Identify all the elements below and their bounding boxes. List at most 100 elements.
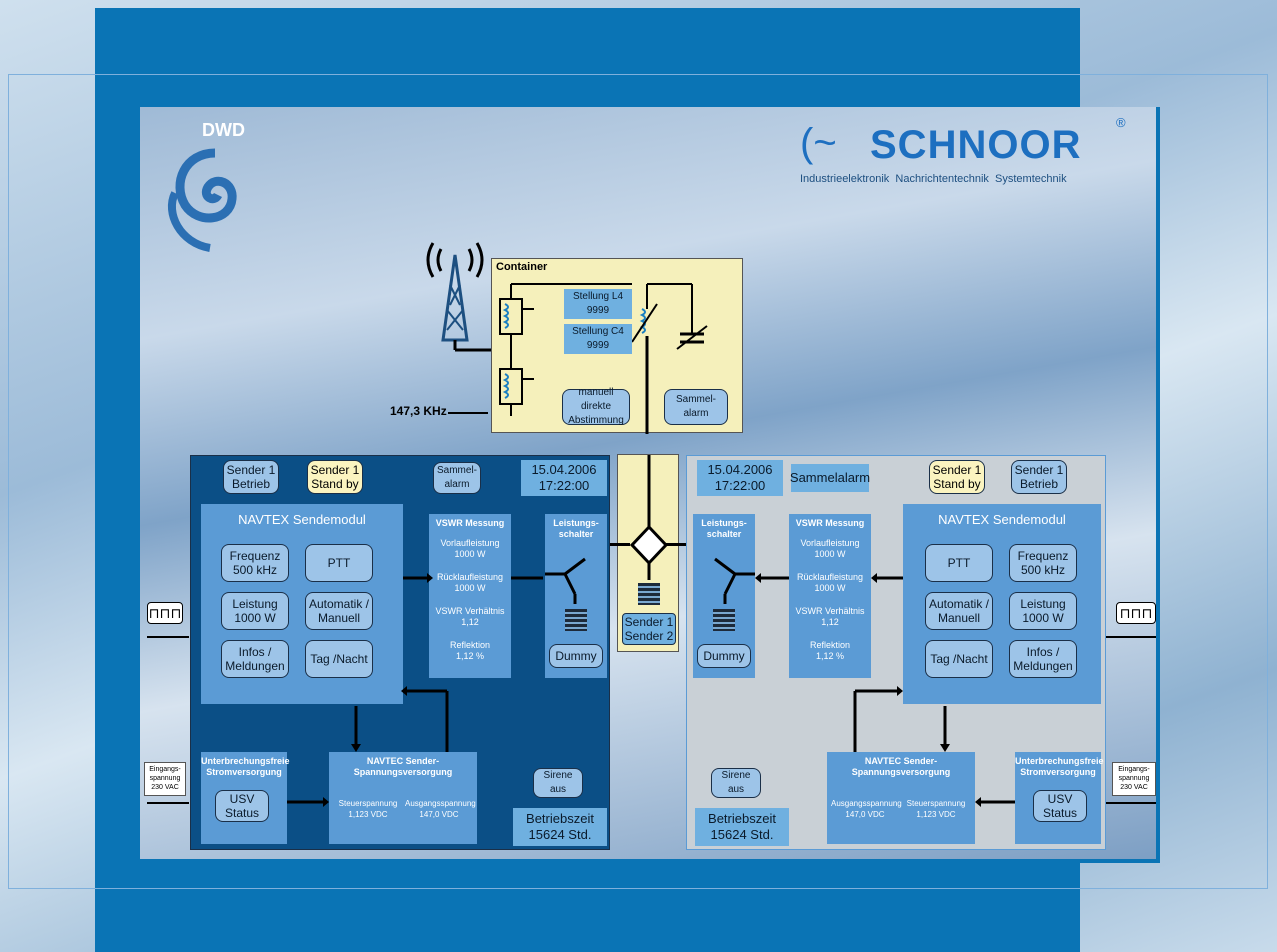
right-dummy-button[interactable]: Dummy xyxy=(697,644,751,668)
dwd-logo: DWD xyxy=(160,118,255,258)
left-leistungsschalter-panel: Leistungs- schalter Dummy xyxy=(545,514,607,678)
left-sammelalarm-button[interactable]: Sammel- alarm xyxy=(433,462,481,494)
right-usv-panel: Unterbrechungsfreie Stromversorgung USV … xyxy=(1015,752,1104,844)
right-switch-connection xyxy=(665,543,692,546)
right-sender1-standby-button[interactable]: Sender 1 Stand by xyxy=(929,460,985,494)
left-vorlauf-value: Vorlaufleistung 1000 W xyxy=(440,538,500,559)
manuell-abstimmung-button[interactable]: manuell direkte Abstimmung xyxy=(562,387,630,426)
right-vswr-title: VSWR Messung xyxy=(795,518,865,528)
dwd-swirl-icon xyxy=(167,148,237,252)
right-usv-title: Unterbrechungsfreie Stromversorgung xyxy=(1015,756,1104,777)
right-navtec-title: NAVTEC Sender- Spannungsversorgung xyxy=(851,756,951,777)
left-eingang-display: Eingangs- spannung 230 VAC xyxy=(144,762,186,796)
stellung-l4-display: Stellung L4 9999 xyxy=(564,289,632,319)
right-frequenz-button[interactable]: Frequenz 500 kHz xyxy=(1009,544,1077,582)
left-signal-line xyxy=(147,636,189,638)
right-ruecklauf-value: Rücklaufleistung 1000 W xyxy=(796,572,864,593)
left-dummy-button[interactable]: Dummy xyxy=(549,644,603,668)
left-leistungsschalter-title: Leistungs- schalter xyxy=(553,518,599,539)
left-steuer-value: Steuerspannung 1,123 VDC xyxy=(338,799,398,819)
sender-switch-button[interactable]: Sender 1 Sender 2 xyxy=(622,613,676,645)
left-usv-panel: Unterbrechungsfreie Stromversorgung USV … xyxy=(201,752,290,844)
left-usv-title: Unterbrechungsfreie Stromversorgung xyxy=(201,756,290,777)
left-transmitter-panel: Sender 1 Betrieb Sender 1 Stand by Samme… xyxy=(190,455,610,850)
left-vswr-ratio-value: VSWR Verhältnis 1,12 xyxy=(435,606,505,627)
right-leistungsschalter-panel: Leistungs- schalter Dummy xyxy=(693,514,755,678)
left-eingang-text: Eingangs- spannung 230 VAC xyxy=(149,766,181,791)
right-usv-status-button[interactable]: USV Status xyxy=(1033,790,1087,822)
left-dummy-load-icon xyxy=(565,609,587,631)
left-usv-status-button[interactable]: USV Status xyxy=(215,790,269,822)
left-signal-input-icon: ⊓⊓⊓ xyxy=(147,602,183,624)
left-automatik-button[interactable]: Automatik / Manuell xyxy=(305,592,373,630)
right-eingang-text: Eingangs- spannung 230 VAC xyxy=(1118,766,1150,791)
left-switch-connection xyxy=(610,543,630,546)
right-tagnacht-button[interactable]: Tag /Nacht xyxy=(925,640,993,678)
right-infos-button[interactable]: Infos / Meldungen xyxy=(1009,640,1077,678)
right-sammelalarm-display[interactable]: Sammelalarm xyxy=(790,464,870,492)
right-switch-fork-icon xyxy=(714,557,755,604)
antenna-icon xyxy=(426,242,495,352)
left-leistung-button[interactable]: Leistung 1000 W xyxy=(221,592,289,630)
right-sirene-button[interactable]: Sirene aus xyxy=(711,768,761,798)
left-frequenz-button[interactable]: Frequenz 500 kHz xyxy=(221,544,289,582)
left-switch-fork-icon xyxy=(545,557,586,604)
right-datetime-display: 15.04.2006 17:22:00 xyxy=(697,460,783,496)
right-dummy-load-icon xyxy=(713,609,735,631)
right-transmitter-panel: 15.04.2006 17:22:00 Sammelalarm Sender 1… xyxy=(686,455,1106,850)
right-vswr-ratio-value: VSWR Verhältnis 1,12 xyxy=(795,606,865,627)
left-tagnacht-button[interactable]: Tag /Nacht xyxy=(305,640,373,678)
right-leistungsschalter-title: Leistungs- schalter xyxy=(701,518,747,539)
container-panel: Container Stellung L4 9999 Stellung C4 9… xyxy=(491,258,743,434)
right-eingang-line xyxy=(1106,802,1156,804)
right-sender1-betrieb-button[interactable]: Sender 1 Betrieb xyxy=(1011,460,1067,494)
right-betriebszeit-display: Betriebszeit 15624 Std. xyxy=(695,808,789,846)
frame-line xyxy=(8,74,1268,889)
right-signal-input-icon: ⊓⊓⊓ xyxy=(1116,602,1156,624)
dwd-logo-text: DWD xyxy=(202,120,245,140)
right-ptt-button[interactable]: PTT xyxy=(925,544,993,582)
container-title: Container xyxy=(496,261,548,273)
schnoor-registered-mark: ® xyxy=(1116,115,1126,130)
stellung-c4-display: Stellung C4 9999 xyxy=(564,324,632,354)
left-flow-arrows xyxy=(287,573,543,807)
right-vorlauf-value: Vorlaufleistung 1000 W xyxy=(800,538,860,559)
container-sammelalarm-button[interactable]: Sammel- alarm xyxy=(664,389,728,425)
switch-panel: Sender 1 Sender 2 xyxy=(617,454,679,652)
right-eingang-display: Eingangs- spannung 230 VAC xyxy=(1112,762,1156,796)
frequency-arrow xyxy=(448,412,488,414)
frequency-label: 147,3 KHz xyxy=(390,404,447,418)
container-circuit xyxy=(499,283,708,434)
left-navtec-title: NAVTEC Sender- Spannungsversorgung xyxy=(353,756,453,777)
right-reflektion-value: Reflektion 1,12 % xyxy=(809,640,851,661)
left-vswr-title: VSWR Messung xyxy=(435,518,505,528)
left-betriebszeit-display: Betriebszeit 15624 Std. xyxy=(513,808,607,846)
right-automatik-button[interactable]: Automatik / Manuell xyxy=(925,592,993,630)
schnoor-name: SCHNOOR xyxy=(870,123,1082,167)
right-leistung-button[interactable]: Leistung 1000 W xyxy=(1009,592,1077,630)
left-ptt-button[interactable]: PTT xyxy=(305,544,373,582)
left-infos-button[interactable]: Infos / Meldungen xyxy=(221,640,289,678)
left-module-title: NAVTEX Sendemodul xyxy=(238,512,366,527)
right-module-title: NAVTEX Sendemodul xyxy=(938,512,1066,527)
left-sirene-button[interactable]: Sirene aus xyxy=(533,768,583,798)
right-navtex-module: NAVTEX Sendemodul PTT Frequenz 500 kHz A… xyxy=(903,504,1101,704)
right-vswr-panel: VSWR Messung Vorlaufleistung 1000 W Rück… xyxy=(789,514,871,678)
left-sender1-standby-button[interactable]: Sender 1 Stand by xyxy=(307,460,363,494)
right-steuer-value: Steuerspannung 1,123 VDC xyxy=(906,799,966,819)
left-ruecklauf-value: Rücklaufleistung 1000 W xyxy=(436,572,504,593)
right-navtec-panel: NAVTEC Sender- Spannungsversorgung Ausga… xyxy=(827,752,975,844)
schnoor-logo: (~ SCHNOOR ® Industrieelektronik Nachric… xyxy=(800,115,1130,190)
left-eingang-line xyxy=(147,802,189,804)
left-ausgang-value: Ausgangsspannung 147,0 VDC xyxy=(405,799,476,819)
right-signal-line xyxy=(1106,636,1156,638)
left-vswr-panel: VSWR Messung Vorlaufleistung 1000 W Rück… xyxy=(429,514,511,678)
left-sender1-betrieb-button[interactable]: Sender 1 Betrieb xyxy=(223,460,279,494)
schnoor-wave-icon: (~ xyxy=(800,121,837,165)
right-flow-arrows xyxy=(755,573,1015,807)
left-reflektion-value: Reflektion 1,12 % xyxy=(449,640,491,661)
left-navtec-panel: NAVTEC Sender- Spannungsversorgung Steue… xyxy=(329,752,477,844)
switch-dummy-load-icon xyxy=(638,583,660,605)
left-navtex-module: NAVTEX Sendemodul Frequenz 500 kHz PTT L… xyxy=(201,504,403,704)
right-ausgang-value: Ausgangsspannung 147,0 VDC xyxy=(831,799,902,819)
